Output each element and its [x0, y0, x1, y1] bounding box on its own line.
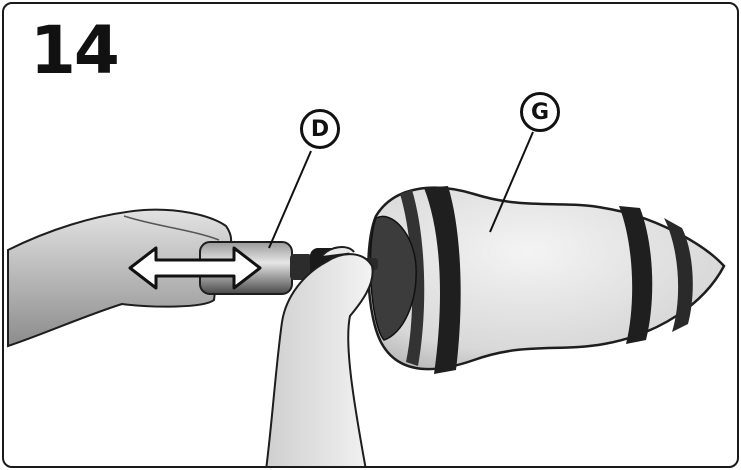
left-arm: [8, 210, 231, 346]
step-number: 14: [30, 18, 118, 84]
callout-ball: G: [520, 92, 560, 132]
callout-pump: D: [300, 109, 340, 149]
inflatable-ball: [368, 186, 724, 374]
callout-pump-label: D: [311, 117, 329, 142]
callout-ball-label: G: [531, 100, 549, 125]
leader-line-d: [269, 151, 311, 248]
